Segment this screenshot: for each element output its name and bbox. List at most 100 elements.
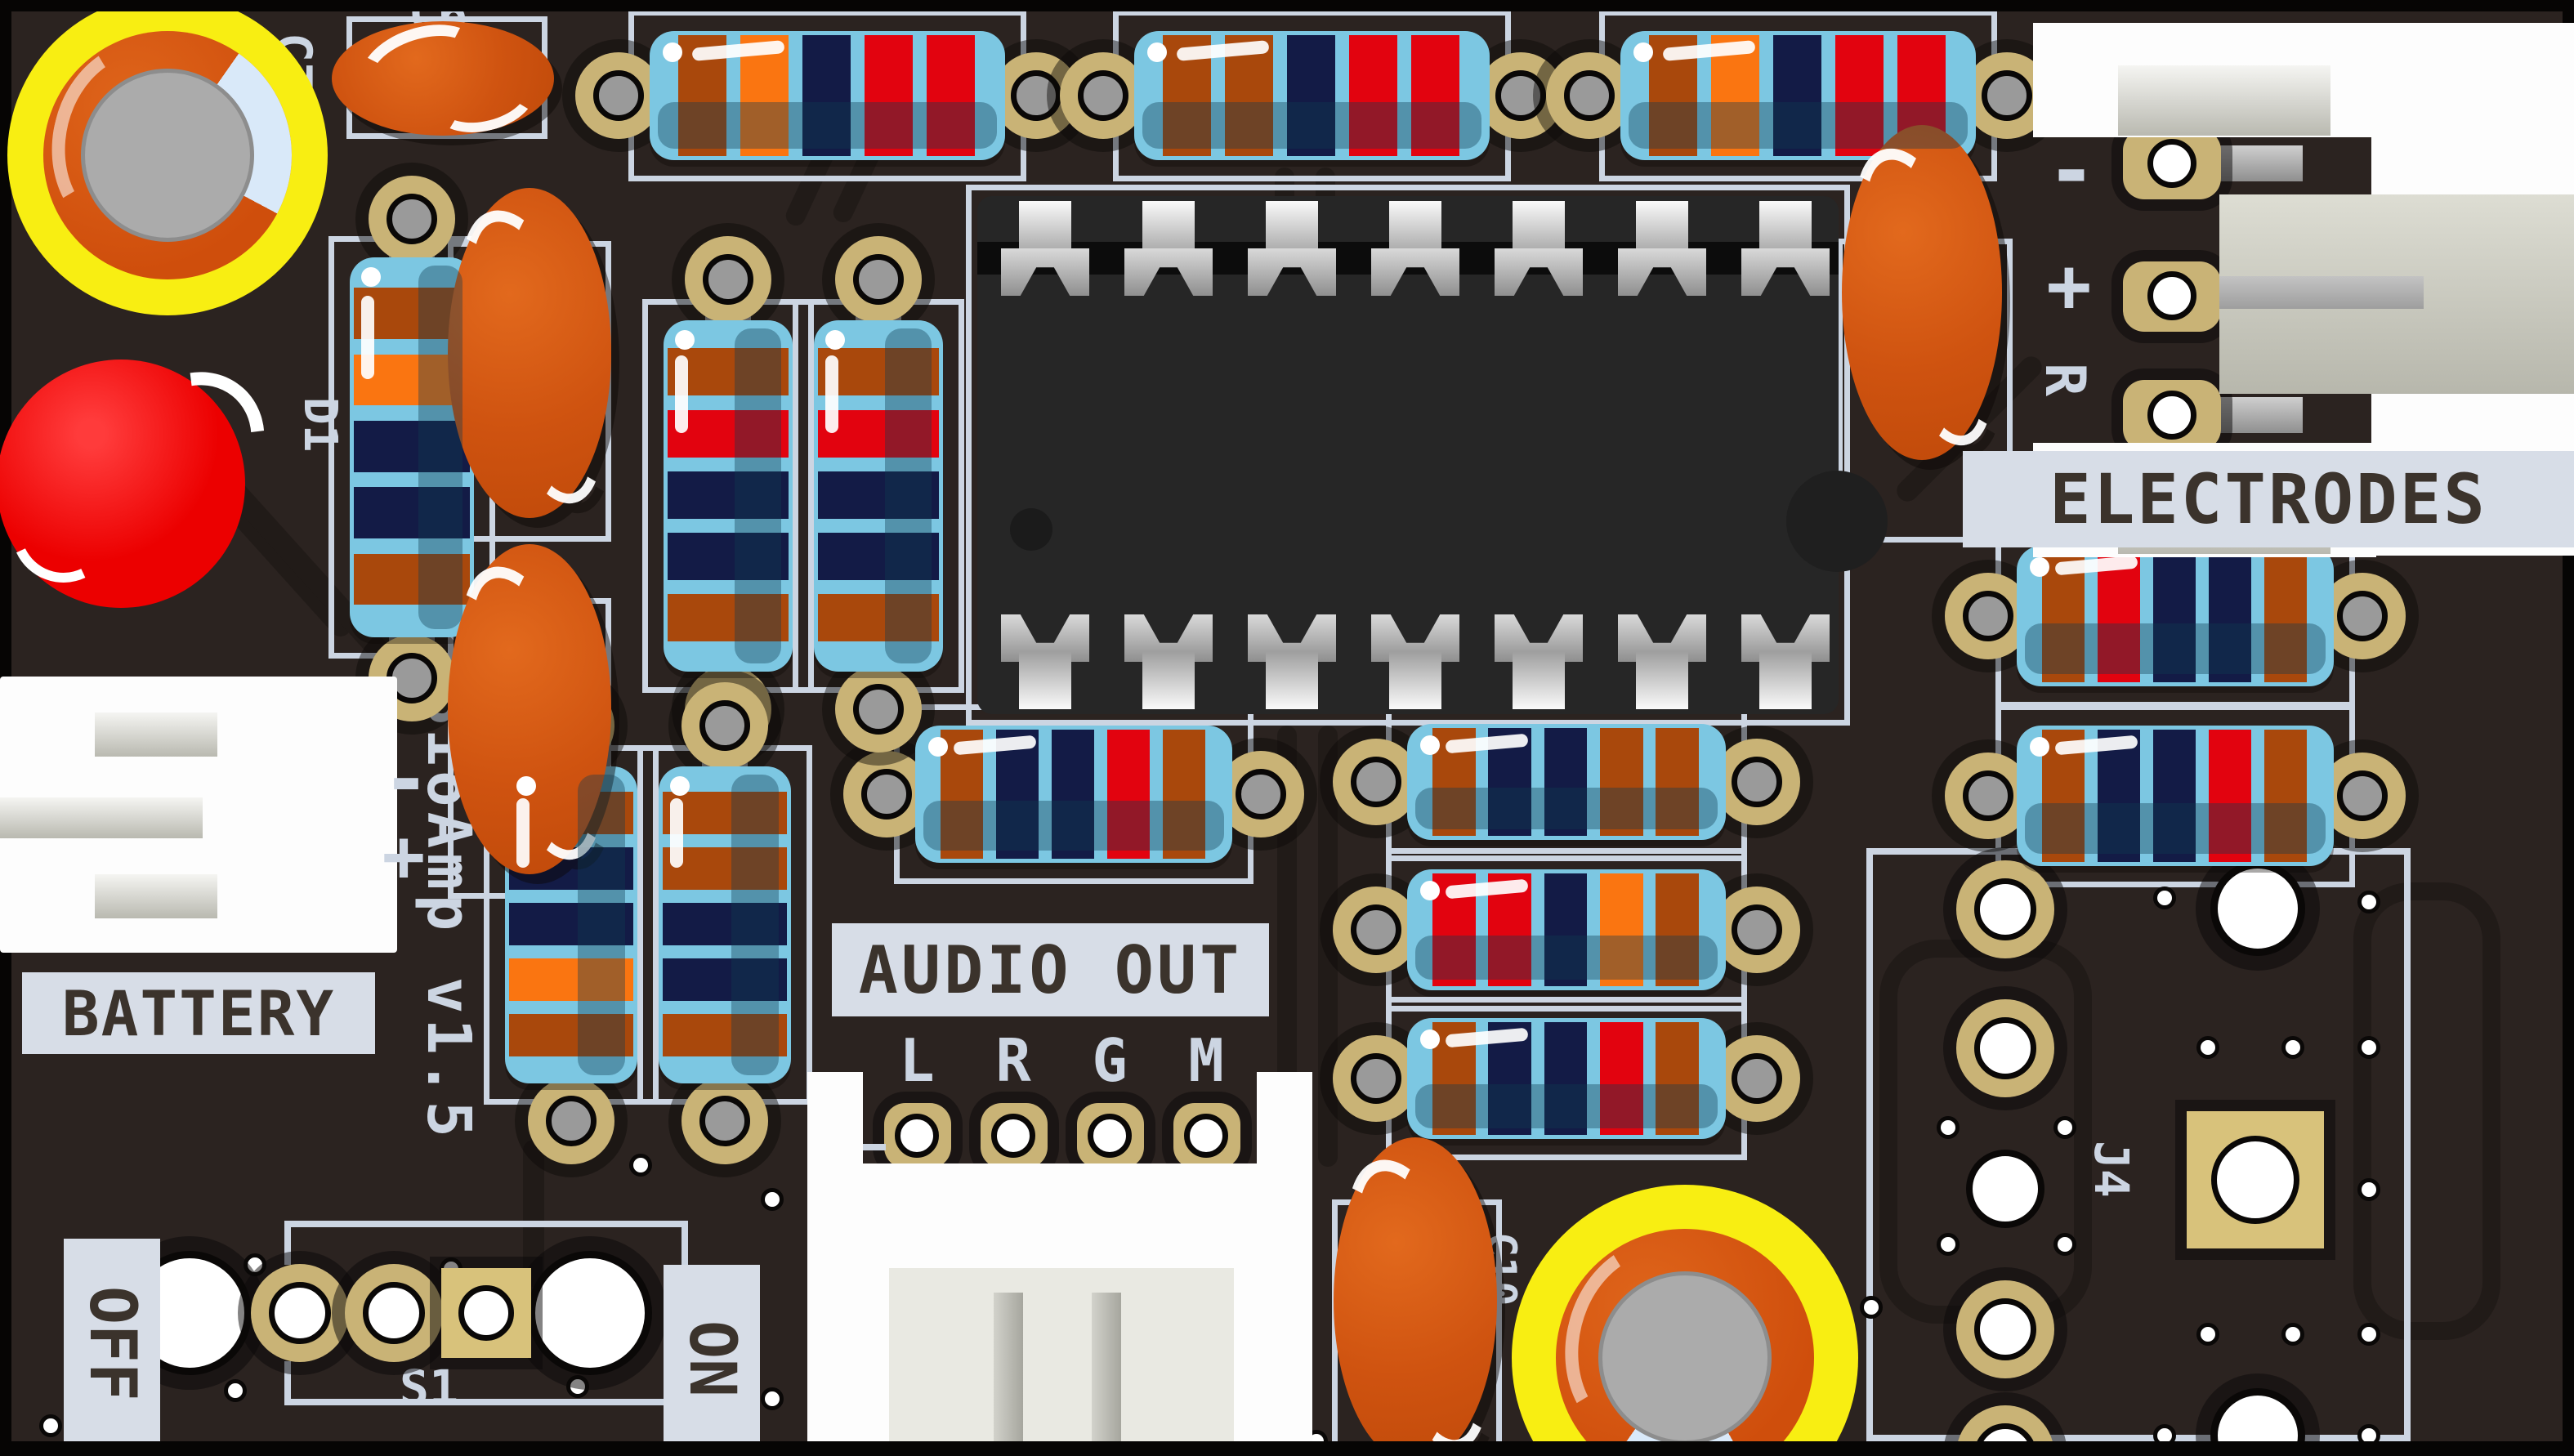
resistor-shade (923, 801, 1224, 851)
resistor-band (668, 533, 789, 581)
resistor-band (1411, 35, 1460, 156)
resistor-band (1544, 728, 1588, 836)
plain-hole (1966, 1150, 2044, 1228)
via (761, 1188, 784, 1211)
resistor-band (509, 958, 633, 1002)
pad-hole (1732, 904, 1782, 955)
via (2357, 1178, 2380, 1201)
battery-connector-pin (0, 797, 203, 838)
switch-on-label: ON (664, 1265, 760, 1453)
connector-pad-hole (2147, 271, 2196, 320)
pad-hole (1963, 770, 2013, 821)
via (39, 1414, 62, 1437)
copper-trace (1879, 940, 2092, 1324)
resistor-band (1599, 873, 1643, 986)
resistor-band (818, 594, 939, 642)
resistor-shade (578, 775, 626, 1075)
resistor-shade (418, 266, 463, 629)
resistor-shade (658, 101, 997, 149)
resistor-dot (516, 776, 536, 796)
via (2196, 1323, 2219, 1346)
resistor-glint (825, 355, 838, 433)
resistor-dot (825, 330, 845, 350)
resistor-band (663, 846, 787, 891)
via (1937, 1116, 1960, 1139)
resistor-dot (2030, 557, 2049, 577)
resistor-band (1106, 730, 1151, 859)
ic-pin (1266, 652, 1318, 709)
resistor-glint (516, 797, 530, 869)
resistor-band (1544, 1022, 1588, 1135)
pad-hole (699, 700, 750, 751)
resistor-band (2263, 550, 2307, 682)
ic-pin (1513, 652, 1565, 709)
resistor-band (663, 902, 787, 946)
battery-connector-pin (95, 712, 217, 757)
electrodes-label: ELECTRODES (1963, 451, 2574, 547)
resistor-shade (1415, 936, 1718, 980)
resistor-band (1287, 35, 1335, 156)
board-edge (0, 1441, 2574, 1456)
board-edge (0, 0, 2574, 11)
switch-off-label: OFF (64, 1239, 160, 1448)
resistor-shade (2025, 623, 2326, 674)
connector-pad-hole (991, 1114, 1035, 1158)
resistor-band (1051, 730, 1095, 859)
mount-hole (2210, 861, 2305, 956)
switch-refdes: S1 (399, 1360, 459, 1417)
pad-hole (853, 254, 904, 305)
connector-pad-hole (2147, 391, 2196, 440)
pad-hole (703, 254, 753, 305)
resistor-dot (1147, 42, 1167, 62)
resistor-band (865, 35, 913, 156)
resistor-glint (675, 355, 688, 433)
electrode-r-label: R (2032, 363, 2097, 396)
pad-hole (387, 194, 437, 244)
capacitor (1334, 1137, 1497, 1456)
resistor-dot (663, 42, 682, 62)
electrolytic-cap-core (81, 69, 254, 242)
via (761, 1387, 784, 1410)
pad-hole (2337, 770, 2388, 821)
pad-hole (1236, 769, 1286, 820)
copper-trace (2353, 882, 2500, 1340)
resistor-band (2208, 730, 2252, 862)
resistor-dot (361, 267, 381, 287)
connector-pad-hole (1088, 1114, 1132, 1158)
resistor-band (1656, 728, 1699, 836)
resistor-band (927, 35, 976, 156)
ring-pad-hole (269, 1282, 331, 1344)
resistor-shade (1142, 101, 1481, 149)
pad-hole (699, 1096, 750, 1146)
resistor-band (802, 35, 851, 156)
battery-label: BATTERY (22, 972, 375, 1054)
ring-pad-hole (363, 1282, 425, 1344)
resistor-band (668, 594, 789, 642)
resistor-band (818, 533, 939, 581)
capacitor (1842, 125, 2002, 460)
resistor-band (663, 1013, 787, 1056)
pad-hole (853, 684, 904, 735)
capacitor (448, 544, 611, 874)
resistor-band (354, 487, 470, 539)
pad-hole (1732, 757, 1782, 807)
ic-pin1-dot (1010, 508, 1052, 551)
square-pad-hole (2211, 1136, 2299, 1224)
via (244, 1253, 266, 1276)
resistor-band (2152, 550, 2196, 682)
pad-hole (1564, 70, 1615, 121)
audio-pin-m-label: M (1188, 1026, 1224, 1095)
battery-connector-pin (95, 874, 217, 918)
via (224, 1379, 247, 1402)
ic-pin (1142, 652, 1195, 709)
pad-hole (1011, 70, 1061, 121)
audio-pin-l-label: L (899, 1026, 935, 1095)
resistor-band (1656, 1022, 1699, 1135)
pad-hole (546, 1096, 597, 1146)
square-pad-hole (458, 1285, 514, 1341)
via (2196, 1036, 2219, 1059)
via (566, 1375, 589, 1398)
resistor-band (818, 471, 939, 519)
pad-hole (861, 769, 912, 820)
led (0, 360, 245, 608)
